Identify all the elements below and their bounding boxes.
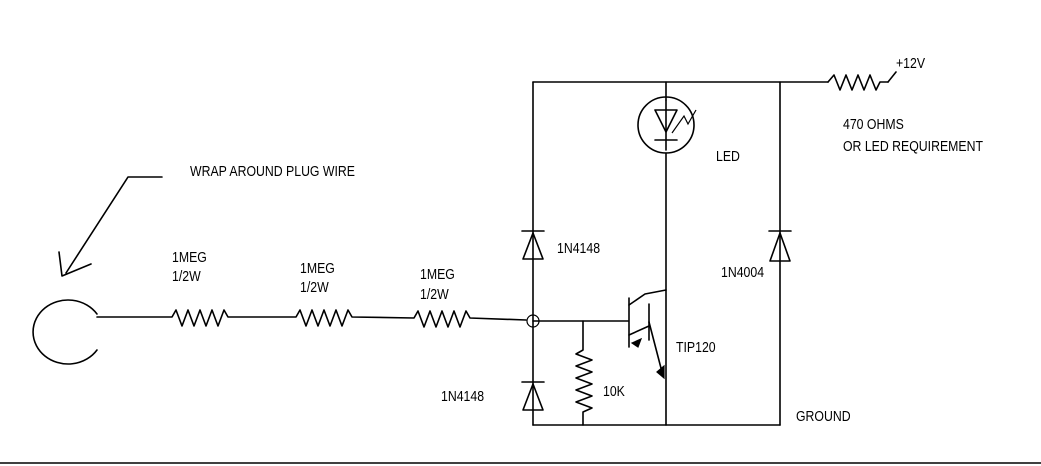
- diode-upper-label: 1N4148: [557, 240, 600, 256]
- supply-resistor-value-label: 470 OHMS: [843, 116, 904, 132]
- diode-power-triangle: [769, 232, 791, 262]
- input-resistor-chain: 1MEG 1/2W 1MEG 1/2W 1MEG 1/2W: [96, 249, 527, 328]
- r1-value-label: 1MEG: [172, 249, 207, 265]
- r3-value-label: 1MEG: [420, 266, 455, 282]
- r2-value-label: 1MEG: [300, 260, 335, 276]
- base-resistor-group: 10K: [575, 320, 625, 426]
- transistor-collector: [628, 289, 667, 426]
- pointer-arrow-head: [58, 251, 92, 277]
- rails: [532, 81, 829, 426]
- input-wire: [96, 309, 527, 328]
- led-group: LED: [637, 81, 740, 291]
- diode-lower-label: 1N4148: [441, 388, 484, 404]
- diode-power-label: 1N4004: [721, 264, 764, 280]
- diode-lower-triangle: [522, 383, 544, 411]
- pointer-arrow-line: [65, 176, 163, 274]
- r1-power-label: 1/2W: [172, 268, 201, 284]
- pickup-loop-group: WRAP AROUND PLUG WIRE: [32, 163, 355, 365]
- led-label: LED: [716, 148, 740, 164]
- transistor-emitter-arrow: [630, 337, 665, 380]
- r3-power-label: 1/2W: [420, 286, 449, 302]
- diode-lower-group: 1N4148: [441, 381, 545, 411]
- pickup-loop: [32, 299, 98, 365]
- base-resistor-label: 10K: [603, 383, 625, 399]
- diode-upper-group: 1N4148: [521, 230, 600, 260]
- diode-upper-triangle: [522, 232, 544, 260]
- ground-label: GROUND: [796, 408, 851, 424]
- supply-resistor-note-label: OR LED REQUIREMENT: [843, 138, 984, 154]
- transistor-group: TIP120: [628, 289, 716, 426]
- transistor-inner-link: [628, 321, 663, 373]
- transistor-label: TIP120: [676, 339, 716, 355]
- base-resistor: [575, 320, 593, 426]
- supply-resistor-group: +12V 470 OHMS OR LED REQUIREMENT: [827, 55, 984, 154]
- supply-resistor: [827, 74, 889, 91]
- led-light-arrow: [671, 109, 697, 134]
- r2-power-label: 1/2W: [300, 279, 329, 295]
- diode-power-group: 1N4004: [721, 230, 792, 280]
- pickup-note-label: WRAP AROUND PLUG WIRE: [190, 163, 355, 179]
- supply-wire: [887, 71, 897, 83]
- supply-label: +12V: [896, 55, 926, 71]
